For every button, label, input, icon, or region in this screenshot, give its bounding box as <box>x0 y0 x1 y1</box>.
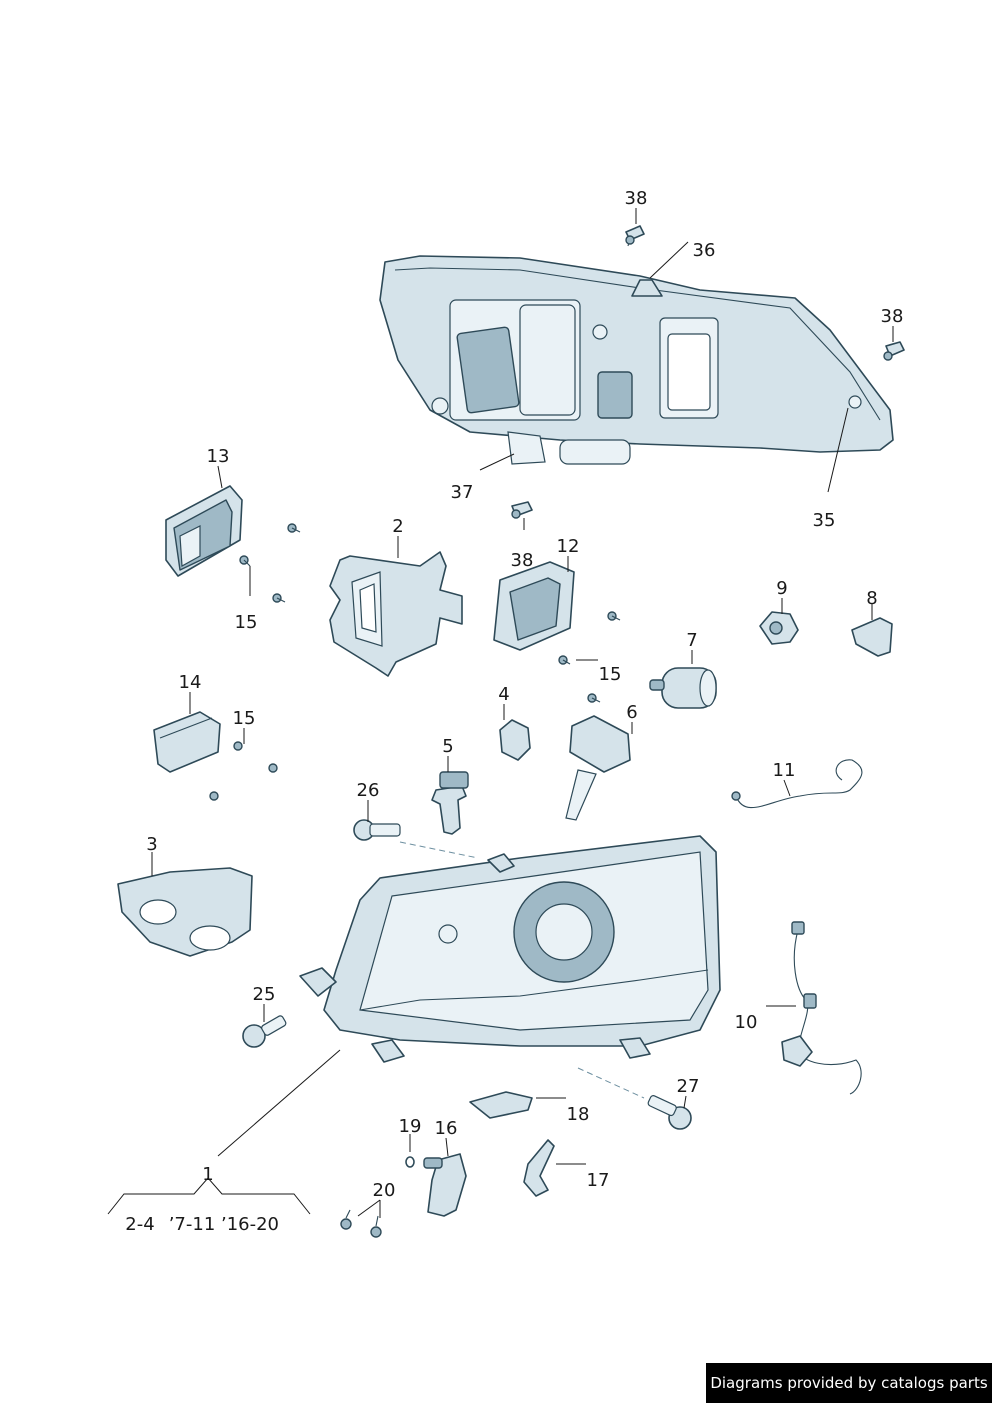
nozzle-16 <box>423 1153 467 1217</box>
headlight-front-1 <box>299 835 721 1063</box>
callout-4: 4 <box>498 684 509 705</box>
variant-label-2: ’7-11 <box>169 1214 216 1235</box>
bulb-holder-9 <box>759 611 799 645</box>
callout-26: 26 <box>357 780 380 801</box>
callout-6: 6 <box>626 702 637 723</box>
screw-38-right <box>883 341 905 361</box>
callout-18: 18 <box>567 1104 590 1125</box>
bracket-2 <box>329 551 463 677</box>
callout-14: 14 <box>179 672 202 693</box>
callout-1: 1 <box>202 1164 213 1185</box>
callout-11: 11 <box>773 760 796 781</box>
callout-20: 20 <box>373 1180 396 1201</box>
bolt-25 <box>242 1015 287 1048</box>
adjuster-motor-7 <box>649 667 717 709</box>
callout-15-middle: 15 <box>599 664 622 685</box>
cap-8 <box>851 617 893 657</box>
callout-5: 5 <box>442 736 453 757</box>
variant-label-3: ’16-20 <box>221 1214 279 1235</box>
callout-35: 35 <box>813 510 836 531</box>
clip-4 <box>499 719 531 761</box>
callout-7: 7 <box>686 630 697 651</box>
screw-15-group-lower <box>209 741 278 801</box>
callout-16: 16 <box>435 1118 458 1139</box>
control-unit-14 <box>153 711 221 773</box>
callout-25: 25 <box>253 984 276 1005</box>
o-ring-19 <box>405 1156 415 1168</box>
control-unit-12 <box>493 561 575 651</box>
callout-9: 9 <box>776 578 787 599</box>
callout-38-top: 38 <box>625 188 648 209</box>
bracket-17 <box>523 1139 555 1197</box>
footer-credit: Diagrams provided by catalogs parts <box>706 1363 992 1403</box>
callout-27: 27 <box>677 1076 700 1097</box>
control-unit-13 <box>165 485 243 577</box>
bolt-26 <box>353 819 401 841</box>
callout-36: 36 <box>693 240 716 261</box>
screw-15-group-middle <box>558 611 621 703</box>
callout-3: 3 <box>146 834 157 855</box>
bracket-3 <box>117 867 253 957</box>
callout-38-middle: 38 <box>511 550 534 571</box>
variant-label-1: 2-4 <box>125 1214 154 1235</box>
callout-12: 12 <box>557 536 580 557</box>
screw-38-top <box>625 225 645 247</box>
headlight-housing-rear <box>379 255 894 465</box>
callout-19: 19 <box>399 1116 422 1137</box>
callout-8: 8 <box>866 588 877 609</box>
callout-2: 2 <box>392 516 403 537</box>
bolt-27 <box>647 1095 692 1130</box>
screw-15-group-left <box>239 523 301 603</box>
callout-13: 13 <box>207 446 230 467</box>
callout-10: 10 <box>735 1012 758 1033</box>
xenon-bulb-6 <box>565 715 631 821</box>
screws-20 <box>340 1209 382 1238</box>
wiring-harness-10 <box>781 921 862 1095</box>
bulb-5 <box>431 771 469 835</box>
wiring-11 <box>731 759 863 809</box>
callout-37: 37 <box>451 482 474 503</box>
callout-17: 17 <box>587 1170 610 1191</box>
callout-38-right: 38 <box>881 306 904 327</box>
screw-38-middle <box>511 501 533 519</box>
cover-18 <box>469 1091 533 1119</box>
leader-lines <box>107 208 894 1218</box>
callout-15-left: 15 <box>235 612 258 633</box>
callout-labels: 38 36 38 37 35 13 2 12 38 15 15 9 8 7 14… <box>125 188 903 1235</box>
callout-15-lower: 15 <box>233 708 256 729</box>
